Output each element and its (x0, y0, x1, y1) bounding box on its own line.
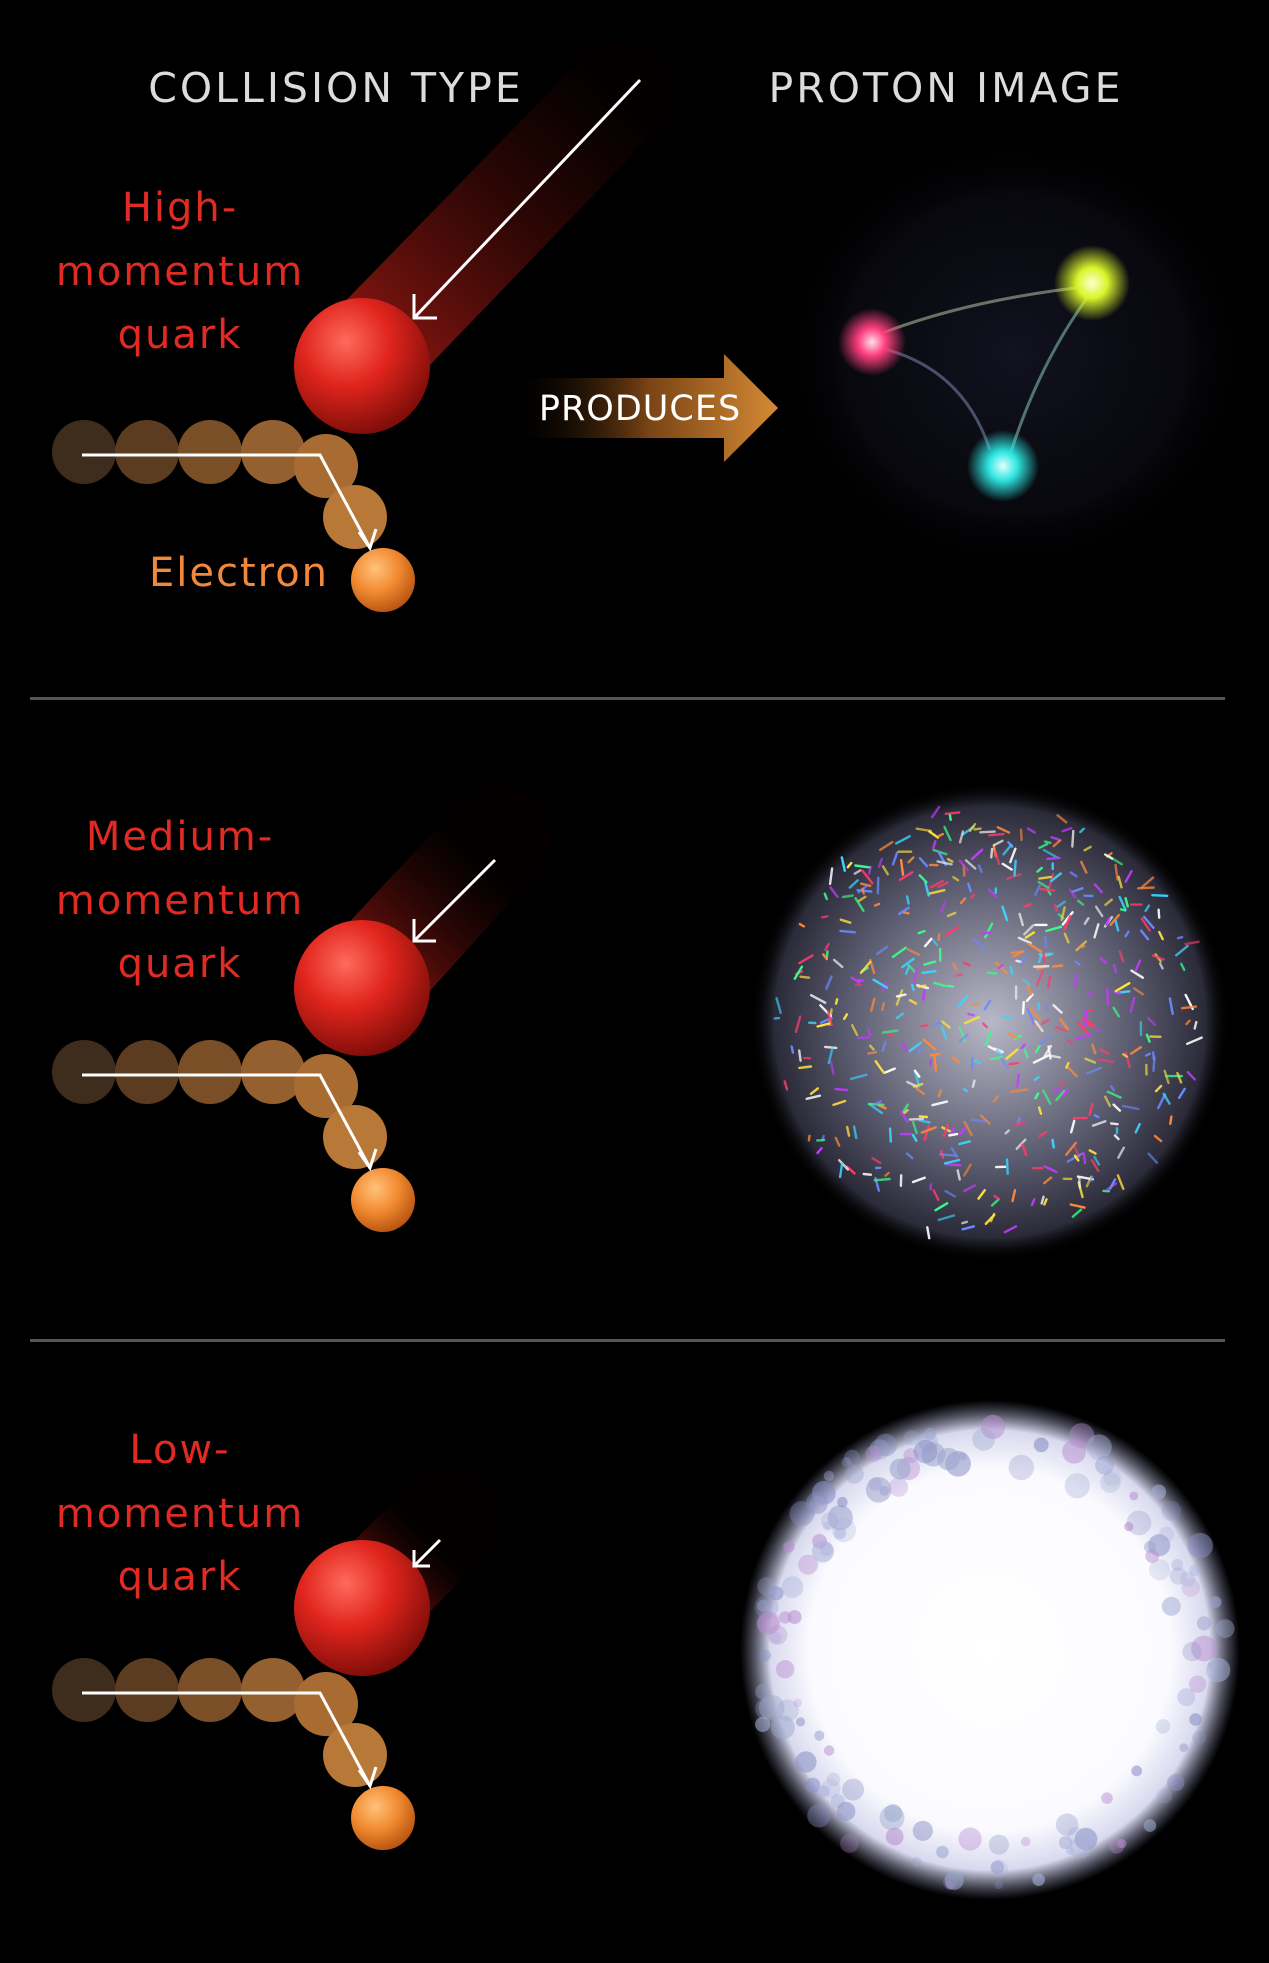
electron-arrow-high (82, 453, 378, 552)
divider-2 (30, 1339, 1225, 1342)
spark-field (773, 805, 1203, 1240)
collision-type-header: COLLISION TYPE (148, 64, 524, 112)
quark-arrow-low (412, 1538, 442, 1568)
proton-image-header: PROTON IMAGE (769, 64, 1124, 112)
quark-trail-high (325, 40, 673, 396)
svg-text:momentum: momentum (56, 1491, 304, 1537)
electron-ball-medium (351, 1168, 415, 1232)
produces-label: PRODUCES (539, 389, 741, 429)
collision-row-high: High- momentum quark Electron PRODUCES (52, 40, 1257, 612)
electron-arrow-medium (82, 1073, 378, 1172)
haze-field (754, 1414, 1235, 1890)
quark-arrow-medium (412, 858, 497, 943)
collision-row-medium: Medium- momentum quark (52, 782, 1230, 1262)
electron-trail-medium (52, 1040, 387, 1169)
divider-1 (30, 697, 1225, 700)
svg-text:quark: quark (118, 312, 243, 358)
electron-arrow-low (82, 1691, 378, 1790)
proton-image-low (740, 1400, 1240, 1900)
quark-ball-medium (294, 920, 430, 1056)
proton-image-high (773, 130, 1257, 580)
electron-ball-low (351, 1786, 415, 1850)
electron-label-high: Electron (149, 550, 329, 596)
collision-row-low: Low- momentum quark (52, 1400, 1240, 1900)
svg-text:quark: quark (118, 941, 243, 987)
svg-text:momentum: momentum (56, 878, 304, 924)
electron-ball-high (351, 548, 415, 612)
quark-arrow-high (412, 78, 642, 320)
svg-text:High-: High- (122, 185, 238, 231)
svg-text:Medium-: Medium- (86, 814, 274, 860)
proton-image-medium (750, 782, 1230, 1262)
quark-label-high: High- momentum quark (56, 185, 304, 358)
svg-text:quark: quark (118, 1554, 243, 1600)
svg-text:Low-: Low- (129, 1427, 230, 1473)
svg-text:momentum: momentum (56, 249, 304, 295)
quark-ball-low (294, 1540, 430, 1676)
quark-ball-high (294, 298, 430, 434)
produces-arrow: PRODUCES (520, 354, 778, 462)
quark-label-medium: Medium- momentum quark (56, 814, 304, 987)
quark-label-low: Low- momentum quark (56, 1427, 304, 1600)
